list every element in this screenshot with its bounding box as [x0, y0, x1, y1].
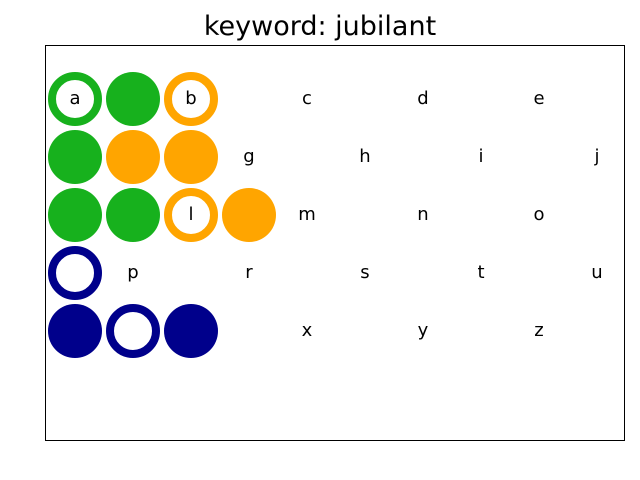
letter-e[interactable]: e: [512, 72, 566, 126]
letter-z[interactable]: z: [512, 304, 566, 358]
letter-label: e: [533, 88, 545, 109]
letter-a[interactable]: a: [48, 72, 102, 126]
marker-r2c1[interactable]: [106, 188, 160, 242]
letter-label: z: [534, 320, 544, 341]
letter-c[interactable]: c: [280, 72, 334, 126]
marker-r0c1[interactable]: [106, 72, 160, 126]
letter-s[interactable]: s: [338, 246, 392, 300]
letter-l[interactable]: l: [164, 188, 218, 242]
letter-j[interactable]: j: [570, 130, 624, 184]
letter-p[interactable]: p: [106, 246, 160, 300]
marker-r4c2[interactable]: [164, 304, 218, 358]
marker-r4c0[interactable]: [48, 304, 102, 358]
letter-h[interactable]: h: [338, 130, 392, 184]
letter-b[interactable]: b: [164, 72, 218, 126]
letter-g[interactable]: g: [222, 130, 276, 184]
puzzle-title: keyword: jubilant: [203, 11, 437, 42]
letter-label: a: [69, 88, 81, 109]
marker-r1c1[interactable]: [106, 130, 160, 184]
letter-r[interactable]: r: [222, 246, 276, 300]
letter-label: o: [533, 204, 545, 225]
letter-label: j: [594, 146, 600, 167]
marker-r2c0[interactable]: [48, 188, 102, 242]
letter-o[interactable]: o: [512, 188, 566, 242]
letter-label: x: [301, 320, 313, 341]
marker-r2c3[interactable]: [222, 188, 276, 242]
letter-label: p: [127, 262, 139, 283]
letter-label: r: [245, 262, 253, 283]
letter-t[interactable]: t: [454, 246, 508, 300]
letter-board: a b c d e g h i j l m n o p r s t u x y z: [45, 45, 625, 441]
marker-r1c0[interactable]: [48, 130, 102, 184]
letter-label: g: [243, 146, 255, 167]
letter-m[interactable]: m: [280, 188, 334, 242]
letter-label: m: [298, 204, 316, 225]
letter-label: b: [185, 88, 197, 109]
letter-u[interactable]: u: [570, 246, 624, 300]
letter-y[interactable]: y: [396, 304, 450, 358]
letter-n[interactable]: n: [396, 188, 450, 242]
letter-label: n: [417, 204, 429, 225]
letter-label: c: [302, 88, 312, 109]
marker-r4c1[interactable]: [106, 304, 160, 358]
letter-label: s: [360, 262, 370, 283]
letter-x[interactable]: x: [280, 304, 334, 358]
marker-r3c0[interactable]: [48, 246, 102, 300]
marker-r1c2[interactable]: [164, 130, 218, 184]
letter-label: l: [188, 204, 194, 225]
letter-label: i: [478, 146, 484, 167]
letter-d[interactable]: d: [396, 72, 450, 126]
letter-label: y: [417, 320, 429, 341]
letter-label: t: [477, 262, 485, 283]
letter-label: d: [417, 88, 429, 109]
letter-i[interactable]: i: [454, 130, 508, 184]
letter-label: h: [359, 146, 371, 167]
letter-label: u: [591, 262, 603, 283]
